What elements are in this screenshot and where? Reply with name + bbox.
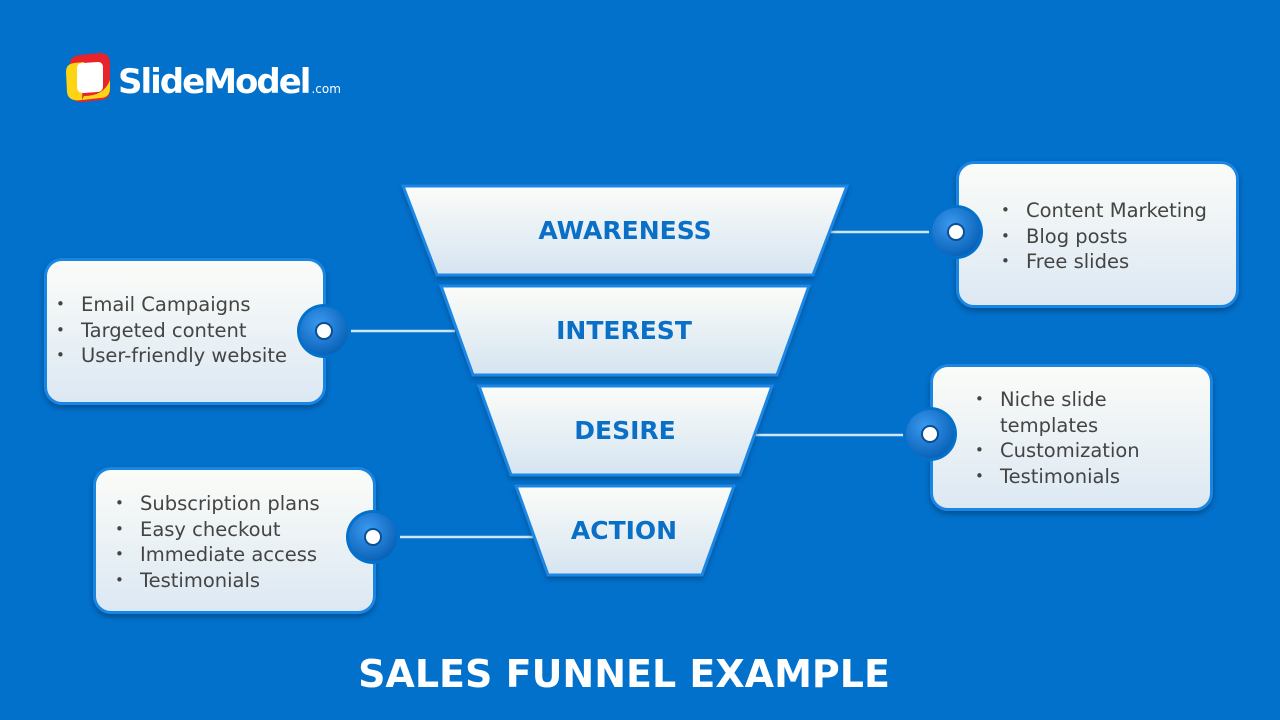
list-item: Testimonials <box>975 464 1175 490</box>
action-details-box: Subscription plans Easy checkout Immedia… <box>93 467 376 614</box>
interest-items: Email Campaigns Targeted content User-fr… <box>56 292 323 369</box>
list-item: Easy checkout <box>115 517 373 543</box>
interest-details-box: Email Campaigns Targeted content User-fr… <box>44 258 326 405</box>
funnel-segment-interest <box>438 284 812 377</box>
list-item: Content Marketing <box>1001 198 1236 224</box>
awareness-details-box: Content Marketing Blog posts Free slides <box>956 161 1239 308</box>
list-item: Immediate access <box>115 542 373 568</box>
stage-label-awareness: AWARENESS <box>538 216 711 245</box>
slide-title: SALES FUNNEL EXAMPLE <box>358 652 890 696</box>
list-item: Targeted content <box>56 318 323 344</box>
funnel-segment-action <box>513 484 737 577</box>
list-item: Free slides <box>1001 249 1236 275</box>
list-item: User-friendly website <box>56 343 323 369</box>
logo-name: SlideModel <box>118 62 311 102</box>
awareness-items: Content Marketing Blog posts Free slides <box>1001 198 1236 275</box>
list-item: Niche slide templates <box>975 387 1175 438</box>
stage-label-interest: INTEREST <box>556 316 692 345</box>
desire-details-box: Niche slide templates Customization Test… <box>930 364 1213 511</box>
action-items: Subscription plans Easy checkout Immedia… <box>115 491 373 593</box>
desire-items: Niche slide templates Customization Test… <box>975 387 1175 489</box>
list-item: Blog posts <box>1001 224 1236 250</box>
slidemodel-logo: SlideModel.com <box>64 50 384 110</box>
list-item: Customization <box>975 438 1175 464</box>
logo-suffix: .com <box>311 82 341 96</box>
slidemodel-logo-icon <box>66 53 110 102</box>
list-item: Email Campaigns <box>56 292 323 318</box>
slidemodel-logo-text: SlideModel.com <box>118 62 341 102</box>
funnel-segment-awareness <box>400 184 850 277</box>
list-item: Subscription plans <box>115 491 373 517</box>
funnel-segment-desire <box>476 384 775 477</box>
stage-label-action: ACTION <box>571 516 677 545</box>
stage-label-desire: DESIRE <box>574 416 675 445</box>
list-item: Testimonials <box>115 568 373 594</box>
